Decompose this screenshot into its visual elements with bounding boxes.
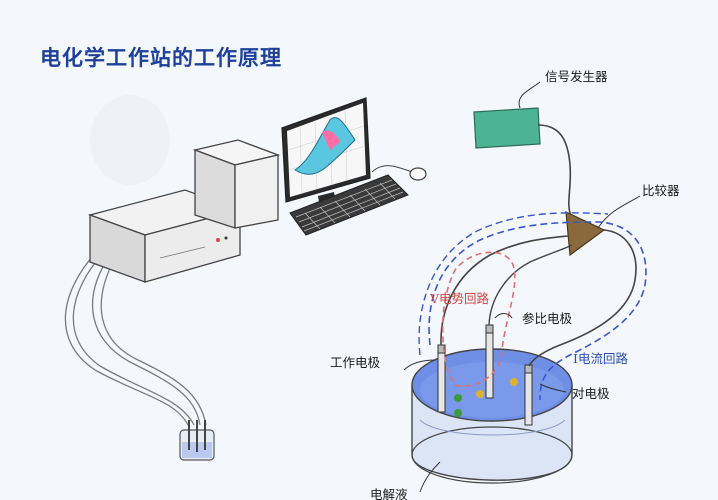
reference-electrode	[485, 324, 494, 399]
background-smudge	[90, 95, 170, 185]
mouse-icon	[371, 165, 427, 181]
wire-reference-electrode	[488, 244, 573, 326]
computer-tower-icon	[192, 139, 281, 229]
leader-electrolyte	[419, 461, 441, 493]
label-electrolyte: 电解液	[370, 487, 408, 500]
wire-counter-electrode	[528, 229, 637, 367]
wire-signal-to-comparator	[537, 124, 573, 219]
working-electrode	[437, 344, 446, 413]
label-current-loop: I电流回路	[573, 351, 628, 366]
counter-electrode	[524, 364, 533, 426]
leader-signal-generator	[518, 81, 541, 109]
label-signal-generator: 信号发生器	[545, 69, 608, 84]
leader-working-electrode	[403, 359, 437, 371]
label-reference-electrode: 参比电极	[522, 311, 573, 326]
wire-working-electrode	[440, 235, 569, 346]
current-loop	[428, 221, 647, 401]
small-cell-icon	[179, 420, 215, 461]
signal-generator-icon	[473, 107, 541, 149]
label-potential-loop: V电势回路	[430, 291, 490, 306]
comparator-icon	[565, 211, 606, 257]
cv-curve-highlight	[322, 130, 340, 150]
potentiostat-cables	[64, 247, 207, 426]
leader-counter-electrode	[539, 383, 567, 393]
label-working-electrode: 工作电极	[330, 355, 381, 370]
monitor-icon	[281, 97, 371, 216]
leader-reference-electrode	[494, 313, 513, 319]
cv-curve	[294, 117, 356, 175]
label-comparator: 比较器	[642, 183, 680, 198]
potential-loop	[441, 251, 516, 387]
keyboard-icon	[289, 174, 409, 236]
label-counter-electrode: 对电极	[572, 386, 610, 401]
leader-comparator	[597, 195, 641, 229]
page-title: 电化学工作站的工作原理	[40, 46, 282, 70]
ions	[454, 378, 518, 417]
